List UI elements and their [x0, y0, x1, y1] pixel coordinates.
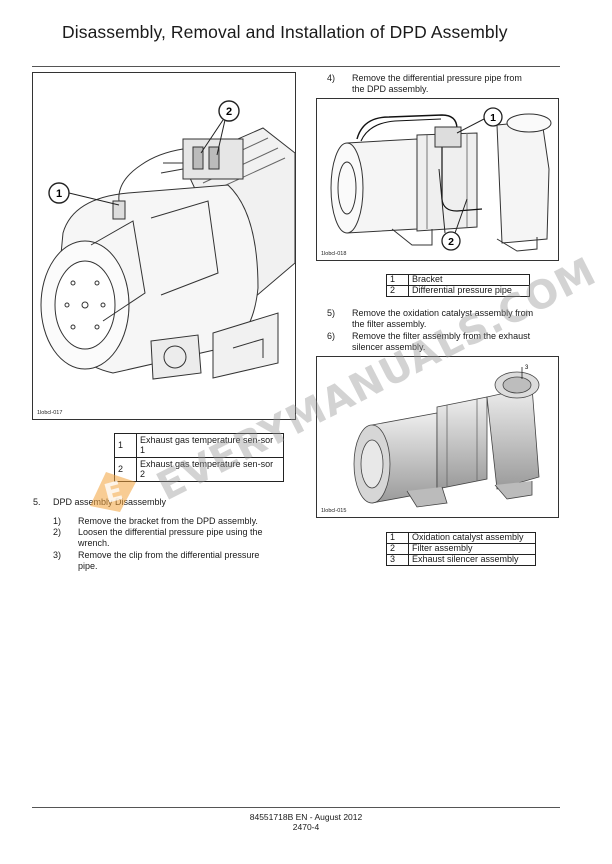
step-number: 6) — [327, 331, 336, 341]
legend-label: Exhaust gas temperature sen-sor 2 — [136, 457, 284, 482]
dpd-assembly-illustration: 1 2 — [40, 100, 295, 380]
figure-differential-pipe: 1 2 1lobcl-018 — [316, 98, 559, 261]
step-text: Remove the clip from the differential pr… — [78, 550, 260, 560]
table-row: 1 Exhaust gas temperature sen-sor 1 — [114, 433, 284, 458]
legend-table-pipe: 1 Bracket 2 Differential pressure pipe — [386, 274, 530, 297]
table-row: 3 Exhaust silencer assembly — [386, 553, 536, 566]
footer-doc-id: 84551718B EN - August 2012 — [249, 812, 363, 822]
assemblies-illustration: 3 2 1 — [353, 365, 540, 508]
legend-number: 1 — [386, 532, 409, 544]
figure-id: 1lobcl-018 — [321, 251, 347, 257]
legend-number: 1 — [386, 274, 409, 286]
table-row: 1 Bracket — [386, 274, 530, 286]
header-rule — [32, 66, 560, 67]
step-text: pipe. — [78, 561, 98, 571]
step-text: Remove the oxidation catalyst assembly f… — [352, 308, 534, 318]
step-text: Remove the differential pressure pipe fr… — [352, 73, 522, 83]
figure-id: 1lobcl-017 — [37, 410, 63, 416]
step-5-2: 2) Loosen the differential pressure pipe… — [53, 527, 293, 551]
step-number: 2) — [53, 527, 62, 537]
table-row: 1 Oxidation catalyst assembly — [386, 532, 536, 544]
table-row: 2 Differential pressure pipe — [386, 284, 530, 297]
legend-number: 1 — [114, 433, 137, 458]
step-text: Loosen the differential pressure pipe us… — [78, 527, 263, 537]
legend-number: 2 — [386, 284, 409, 297]
step-5-3: 3) Remove the clip from the differential… — [53, 550, 293, 574]
table-row: 2 Filter assembly — [386, 542, 536, 555]
step-text: wrench. — [78, 538, 110, 548]
legend-label: Filter assembly — [408, 542, 536, 555]
footer-page-number: 2470-4 — [292, 822, 320, 832]
differential-pipe-illustration: 1 2 — [330, 107, 552, 252]
step-5-1: 1) Remove the bracket from the DPD assem… — [53, 516, 293, 528]
legend-label: Exhaust silencer assembly — [408, 553, 536, 566]
figure-id: 1lobcl-015 — [321, 508, 347, 514]
step-text: silencer assembly. — [352, 342, 426, 352]
figure-dpd-sensors: 1 2 1lobcl-017 — [32, 72, 296, 420]
callout-1: 1 — [490, 112, 496, 124]
page-title: Disassembly, Removal and Installation of… — [62, 22, 508, 42]
legend-label: Exhaust gas temperature sen-sor 1 — [136, 433, 284, 458]
step-number: 5) — [327, 308, 336, 318]
section-5-heading: 5. DPD assembly Disassembly — [33, 497, 293, 509]
callout-1: 1 — [395, 365, 399, 371]
step-text: the DPD assembly. — [352, 84, 429, 94]
legend-table-assemblies: 1 Oxidation catalyst assembly 2 Filter a… — [386, 532, 536, 566]
callout-1: 1 — [56, 188, 62, 200]
step-number: 1) — [53, 516, 62, 526]
legend-label: Oxidation catalyst assembly — [408, 532, 536, 544]
footer-rule — [32, 807, 560, 808]
table-row: 2 Exhaust gas temperature sen-sor 2 — [114, 457, 284, 482]
section-number: 5. — [33, 497, 41, 507]
callout-2: 2 — [461, 365, 465, 371]
step-4: 4) Remove the differential pressure pipe… — [327, 73, 561, 97]
step-number: 3) — [53, 550, 62, 560]
callout-3: 3 — [525, 365, 529, 371]
legend-number: 3 — [386, 553, 409, 566]
callout-2: 2 — [448, 236, 454, 248]
step-6: 6) Remove the filter assembly from the e… — [327, 331, 561, 355]
watermark-logo: E — [90, 472, 136, 512]
step-text: the filter assembly. — [352, 319, 427, 329]
figure-assemblies: 3 2 1 1lobcl-015 — [316, 356, 559, 518]
step-5: 5) Remove the oxidation catalyst assembl… — [327, 308, 561, 332]
callout-2: 2 — [226, 106, 232, 118]
legend-label: Bracket — [408, 274, 530, 286]
step-number: 4) — [327, 73, 336, 83]
legend-label: Differential pressure pipe — [408, 284, 530, 297]
step-text: Remove the filter assembly from the exha… — [352, 331, 531, 341]
legend-number: 2 — [386, 542, 409, 555]
step-text: Remove the bracket from the DPD assembly… — [78, 516, 258, 526]
legend-table-sensors: 1 Exhaust gas temperature sen-sor 1 2 Ex… — [114, 433, 284, 482]
